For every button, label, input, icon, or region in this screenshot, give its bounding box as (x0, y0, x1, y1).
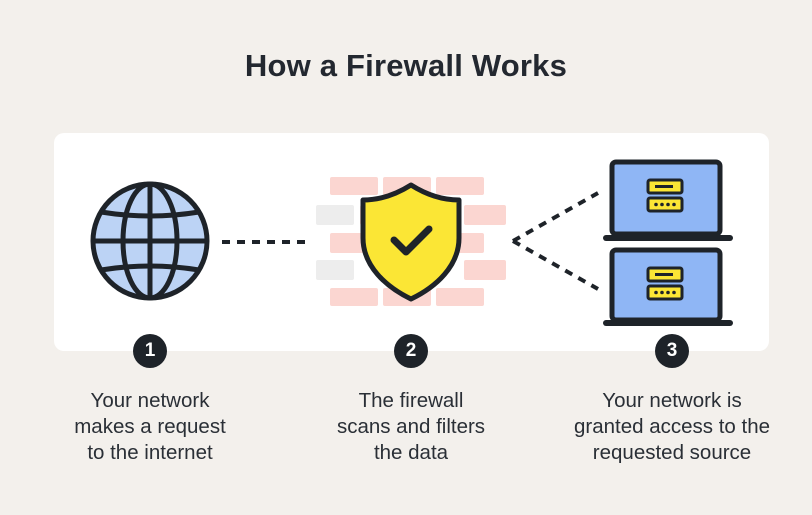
caption-line: granted access to the (573, 415, 770, 438)
connection-line (512, 191, 599, 243)
shield-check-icon (360, 182, 462, 302)
step-1-caption: Your network makes a request to the inte… (30, 388, 270, 466)
connection-line (512, 239, 599, 291)
step-1-badge: 1 (133, 334, 167, 368)
step-2-badge: 2 (394, 334, 428, 368)
globe-icon (90, 181, 210, 301)
caption-line: The firewall (358, 389, 464, 412)
step-3-badge: 3 (655, 334, 689, 368)
page-title: How a Firewall Works (244, 48, 568, 83)
caption-line: scans and filters (336, 415, 486, 438)
caption-line: requested source (592, 441, 752, 464)
step-3-caption: Your network is granted access to the re… (552, 388, 792, 466)
step-2-caption: The firewall scans and filters the data (291, 388, 531, 466)
caption-line: Your network is (602, 389, 742, 412)
caption-line: makes a request (74, 415, 226, 438)
caption-line: the data (373, 441, 449, 464)
laptop-icon (603, 159, 733, 241)
caption-line: to the internet (87, 441, 213, 464)
caption-line: Your network (90, 389, 210, 412)
laptop-icon (603, 247, 733, 326)
